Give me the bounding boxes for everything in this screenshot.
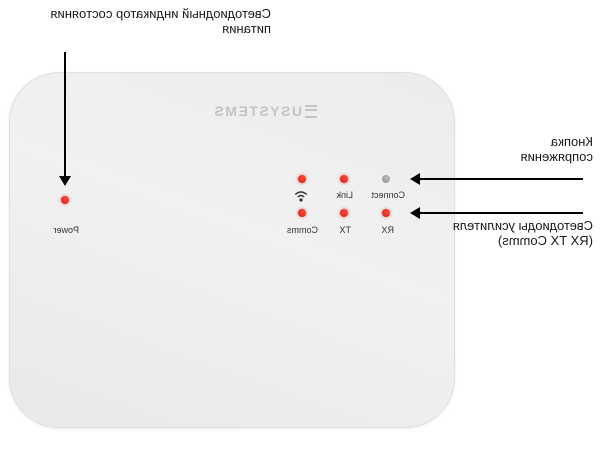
link-led (340, 175, 348, 183)
comms-led (298, 209, 306, 217)
tx-label: TX (339, 225, 351, 235)
power-label: Power (53, 225, 79, 235)
wifi-icon (294, 191, 308, 202)
amp-arrow-head (410, 207, 420, 219)
logo-mark-icon (305, 104, 317, 118)
power-led-callout: Светодиодный индикатор состояния питания (50, 6, 272, 36)
link-label: Link (336, 190, 353, 200)
amplifier-device (9, 72, 455, 428)
comms-label: Comms (287, 225, 318, 235)
wifi-led (298, 175, 306, 183)
power-arrow-head (59, 176, 71, 186)
power-led (61, 196, 69, 204)
amp-leds-callout: Светодиоды усилителя (RX TX Comms) (452, 218, 593, 248)
rx-label: RX (381, 225, 394, 235)
brand-logo: USYSTEMS (167, 103, 317, 119)
power-arrow-line (64, 52, 66, 178)
pairing-arrow-line (418, 178, 583, 180)
pairing-button-callout: Кнопка сопряжения (520, 134, 593, 164)
tx-led (340, 209, 348, 217)
brand-name: USYSTEMS (212, 103, 302, 119)
pairing-arrow-head (410, 173, 420, 185)
connect-button[interactable] (382, 175, 390, 183)
connect-label: Connect (371, 190, 405, 200)
amp-arrow-line (418, 212, 583, 214)
rx-led (382, 209, 390, 217)
